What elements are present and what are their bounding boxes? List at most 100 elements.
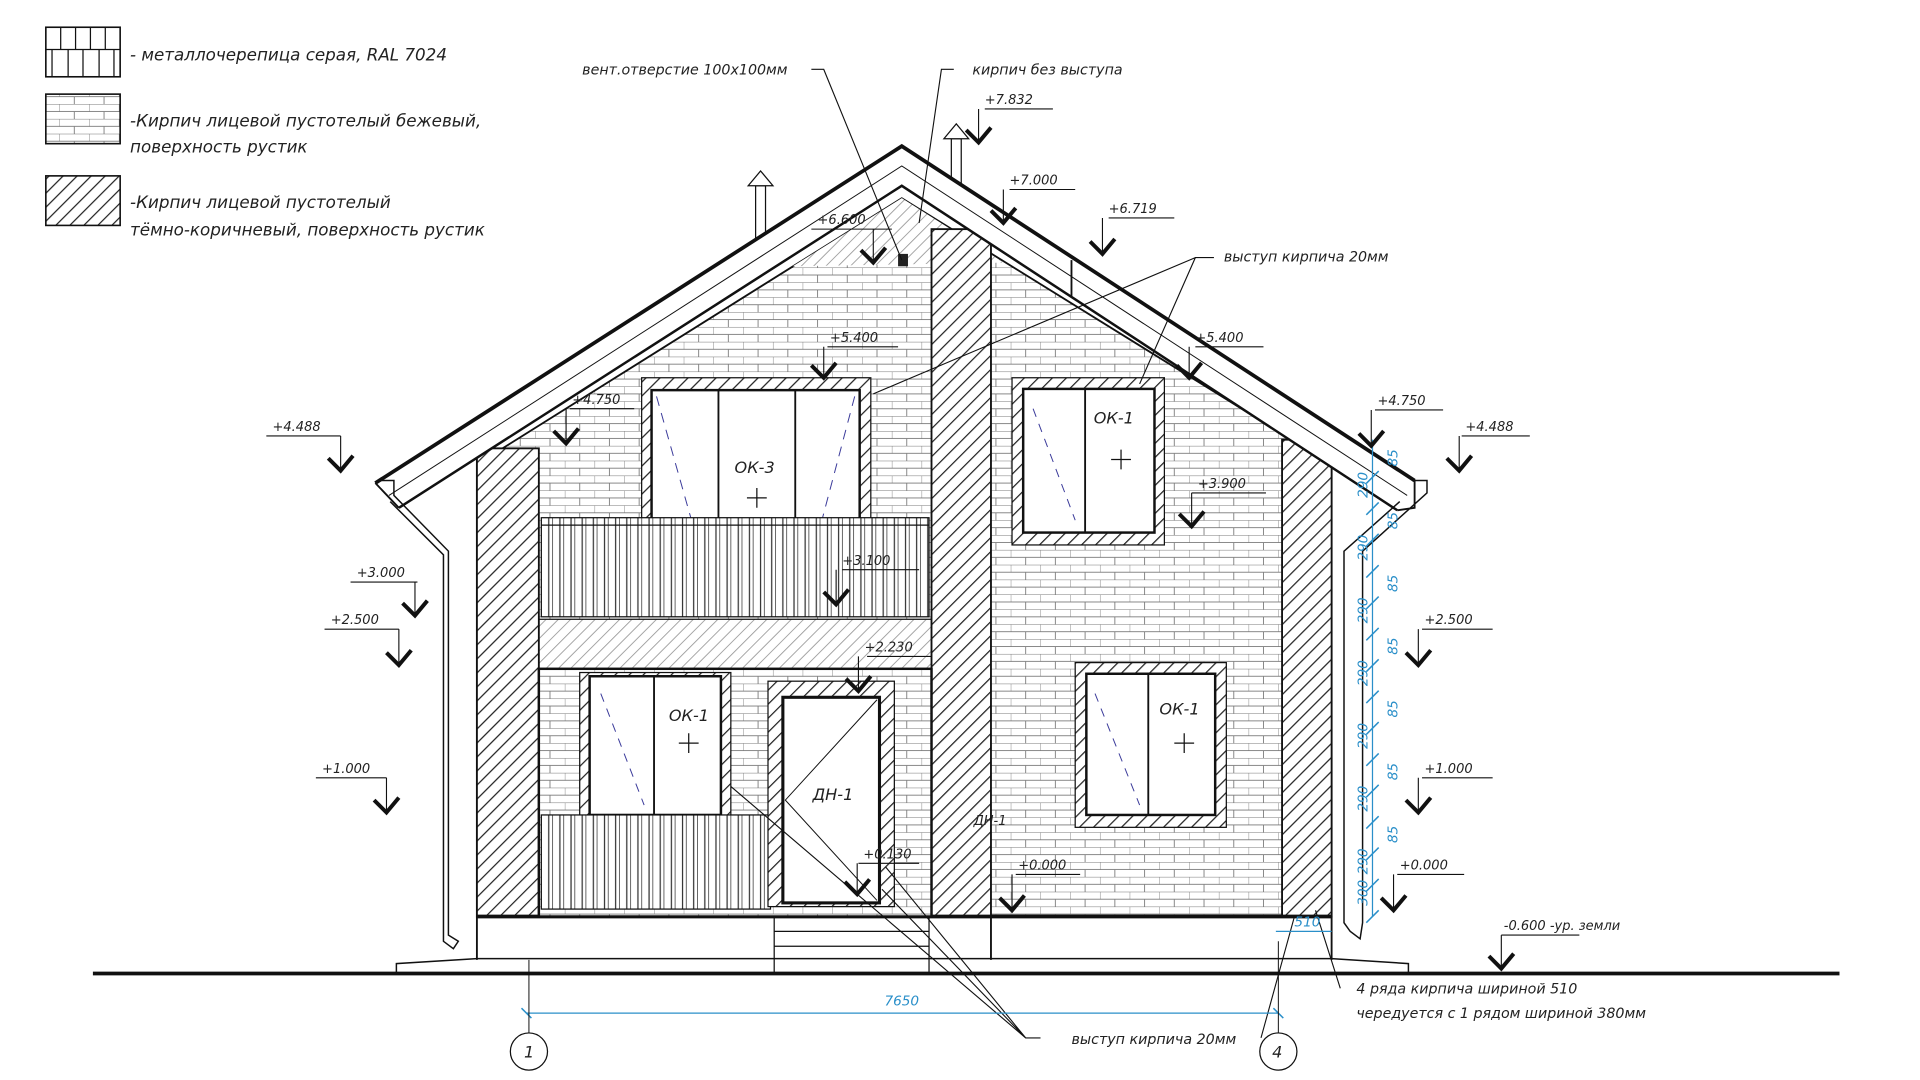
legend-roof-tile-text: - металлочерепица серая, RAL 7024 bbox=[130, 45, 447, 65]
window-ok1-lower-right-label: ОК-1 bbox=[1159, 700, 1199, 719]
elevation-marker: -0.600 -ур. земли bbox=[1487, 919, 1620, 972]
elevation-marker: +5.400 bbox=[809, 331, 899, 381]
elevation-label: +3.900 bbox=[1198, 477, 1246, 492]
elevation-label: +0.000 bbox=[1018, 858, 1066, 873]
elevation-marker: +3.900 bbox=[1177, 477, 1266, 530]
elevation-arrow-icon bbox=[401, 599, 429, 619]
right-pier bbox=[1281, 438, 1333, 918]
chain-tick bbox=[1365, 658, 1380, 673]
elevation-marker: +4.750 bbox=[1357, 394, 1444, 449]
chain-value: 290 bbox=[1356, 660, 1372, 686]
elevation-leader bbox=[835, 569, 920, 605]
chain-value: 85 bbox=[1385, 449, 1401, 466]
chain-tick bbox=[1365, 596, 1380, 610]
elevation-label: +2.500 bbox=[1425, 613, 1473, 628]
elevation-marker: +4.488 bbox=[266, 420, 355, 474]
elevation-leader bbox=[823, 346, 899, 378]
porch-railing bbox=[540, 814, 772, 910]
elevation-arrow-icon bbox=[1175, 361, 1204, 381]
legend-dark-brick-swatch bbox=[45, 175, 121, 227]
central-pier bbox=[930, 228, 992, 918]
elevation-label: -0.600 -ур. земли bbox=[1504, 919, 1620, 934]
elevation-marker: +1.000 bbox=[315, 762, 401, 816]
legend-dark-brick-text: -Кирпич лицевой пустотелый bbox=[130, 192, 391, 212]
axis-marker-4: 4 bbox=[1259, 1032, 1298, 1071]
elevation-arrow-icon bbox=[1487, 952, 1516, 972]
chain-tick bbox=[1365, 784, 1380, 798]
elevation-leader bbox=[1458, 435, 1530, 471]
elevation-label: +2.500 bbox=[331, 613, 379, 628]
elevation-label: +4.488 bbox=[1465, 420, 1513, 435]
elevation-arrow-icon bbox=[372, 796, 401, 816]
axis-4-label: 4 bbox=[1272, 1043, 1282, 1062]
elevation-leader bbox=[1500, 934, 1580, 969]
floor-band bbox=[476, 618, 933, 670]
elevation-arrow-icon bbox=[1404, 648, 1433, 669]
chain-value: 85 bbox=[1385, 763, 1401, 780]
annotation-vent: вент.отверстие 100х100мм bbox=[582, 62, 788, 78]
annotation-brick-no-projection: кирпич без выступа bbox=[972, 62, 1122, 78]
chain-value: 300 bbox=[1356, 880, 1372, 906]
chain-value: 85 bbox=[1385, 700, 1401, 717]
elevation-label: +7.832 bbox=[985, 93, 1033, 108]
elevation-marker: +2.230 bbox=[844, 640, 932, 695]
elevation-label: +0.130 bbox=[863, 847, 911, 862]
annotation-brick-projection-top: выступ кирпича 20мм bbox=[1224, 249, 1389, 265]
overall-width-text: 7650 bbox=[884, 994, 919, 1010]
elevation-leader bbox=[978, 108, 1053, 143]
elevation-arrow-icon bbox=[1379, 894, 1408, 914]
window-ok1-lower-right: ОК-1 bbox=[1085, 672, 1217, 817]
chain-tick bbox=[1365, 470, 1380, 484]
chain-tick bbox=[1365, 690, 1380, 704]
entrance-steps bbox=[773, 916, 930, 974]
elevation-marker: +1.000 bbox=[1404, 762, 1493, 816]
elevation-arrow-icon bbox=[1445, 454, 1474, 474]
elevation-leader bbox=[857, 655, 932, 692]
elevation-leader bbox=[565, 408, 635, 444]
legend-roof-tile-swatch bbox=[45, 26, 121, 78]
elevation-marker: +4.750 bbox=[552, 393, 635, 447]
elevation-arrow-icon bbox=[809, 361, 838, 381]
elevation-leader bbox=[1191, 492, 1266, 527]
elevation-arrow-icon bbox=[1177, 510, 1206, 530]
elevation-marker: +2.500 bbox=[324, 613, 413, 669]
elevation-arrow-icon bbox=[843, 878, 872, 898]
chain-value: 290 bbox=[1356, 535, 1372, 561]
roof bbox=[374, 143, 1416, 512]
elevation-marker: +4.488 bbox=[1445, 420, 1530, 474]
elevation-label: +3.100 bbox=[842, 554, 890, 569]
window-ok1-upper-right: ОК-1 bbox=[1021, 387, 1156, 534]
door-dn1-label: ДН-1 bbox=[812, 785, 854, 804]
chain-value: 290 bbox=[1356, 848, 1372, 874]
elevation-marker: +3.000 bbox=[350, 566, 429, 619]
elevation-marker: +6.719 bbox=[1088, 202, 1175, 257]
elevation-leader bbox=[1188, 346, 1264, 378]
elevation-marker: +0.130 bbox=[843, 847, 920, 898]
elevation-label: +1.000 bbox=[1425, 762, 1473, 777]
chain-tick bbox=[1365, 627, 1380, 641]
legend-beige-brick-swatch bbox=[45, 93, 121, 145]
chain-value: 290 bbox=[1356, 472, 1372, 498]
elevation-label: +3.000 bbox=[357, 566, 405, 581]
door-dn1: ДН-1 bbox=[781, 695, 882, 905]
elevation-label: +5.400 bbox=[830, 331, 878, 346]
chain-tick bbox=[1365, 501, 1380, 516]
door-wall-label: ДН-1 bbox=[973, 814, 1007, 829]
annotation-brick-rows-2: чередуется с 1 рядом шириной 380мм bbox=[1356, 1006, 1646, 1022]
legend: - металлочерепица серая, RAL 7024 -Кирпи… bbox=[45, 26, 485, 239]
elevation-label: +5.400 bbox=[1195, 331, 1243, 346]
vent-pipe-right bbox=[942, 122, 970, 189]
elevation-leader bbox=[324, 628, 400, 666]
chain-value: 290 bbox=[1356, 723, 1372, 749]
elevation-marker: +7.832 bbox=[964, 93, 1053, 146]
elevation-label: +4.750 bbox=[572, 393, 620, 408]
elevation-arrow-icon bbox=[989, 206, 1018, 226]
elevation-arrow-icon bbox=[998, 894, 1026, 914]
window-ok1-upper-right-label: ОК-1 bbox=[1094, 409, 1134, 428]
elevation-marker: +6.600 bbox=[811, 213, 892, 266]
elevation-label: +6.600 bbox=[818, 213, 866, 228]
axis-1-label: 1 bbox=[524, 1043, 534, 1062]
chain-tick bbox=[1365, 564, 1380, 579]
